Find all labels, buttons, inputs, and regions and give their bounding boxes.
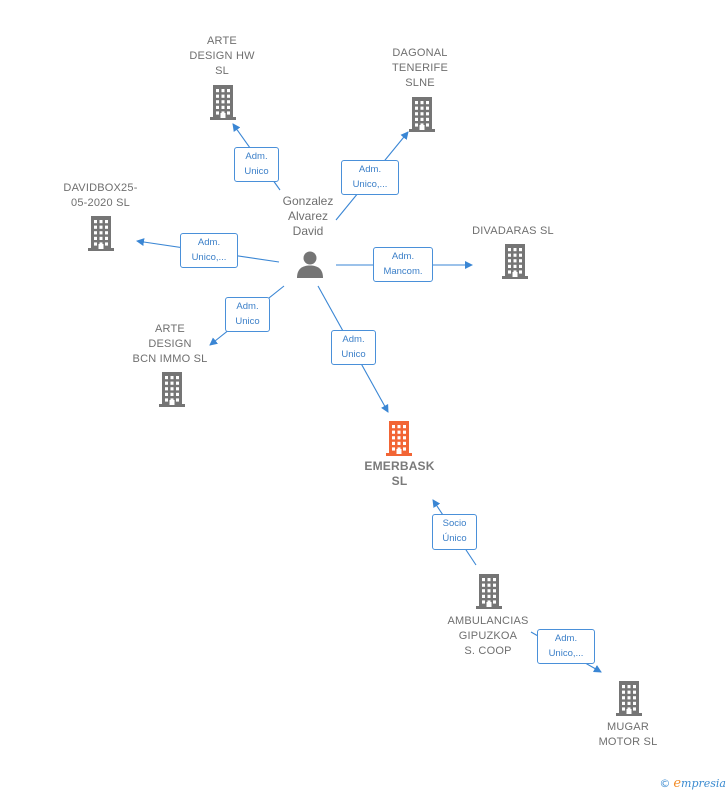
edge-label-adm-unico[interactable]: Adm. Unico,... [180,233,238,268]
company-label-davidbox25[interactable]: DAVIDBOX25- 05-2020 SL [63,182,138,209]
building-icon[interactable] [208,84,238,120]
company-label-ambulancias[interactable]: AMBULANCIAS GIPUZKOA S. COOP [447,615,529,657]
edge-label-adm-unico[interactable]: Adm. Unico [234,147,279,182]
building-icon[interactable] [474,573,504,609]
edge-label-socio-unico[interactable]: Socio Único [432,514,477,550]
brand-footer[interactable]: ©empresia [659,776,726,791]
edge-label-adm-unico[interactable]: Adm. Unico [331,330,376,365]
edge-label-adm-mancom[interactable]: Adm. Mancom. [373,247,433,282]
building-icon[interactable] [407,96,437,132]
brand-logo-text: mpresia [681,777,726,790]
company-label-arte-design-hw[interactable]: ARTE DESIGN HW SL [189,35,255,77]
company-label-dagonal-tenerife[interactable]: DAGONAL TENERIFE SLNE [392,47,448,89]
building-icon[interactable] [157,371,187,407]
company-label-arte-design-bcn[interactable]: ARTE DESIGN BCN IMMO SL [132,323,208,365]
company-label-divadaras[interactable]: DIVADARAS SL [472,225,554,237]
copyright-icon: © [659,777,671,790]
building-icon[interactable] [614,680,644,716]
edge-label-adm-unico[interactable]: Adm. Unico [225,297,270,332]
main-building-icon[interactable] [384,420,414,456]
edge-label-adm-unico[interactable]: Adm. Unico,... [341,160,399,195]
person-name[interactable]: Gonzalez Alvarez David [282,194,334,238]
person-icon[interactable] [295,249,325,279]
edge-label-adm-unico[interactable]: Adm. Unico,... [537,629,595,664]
building-icon[interactable] [500,243,530,279]
building-icon[interactable] [86,215,116,251]
company-label-emerbask[interactable]: EMERBASK SL [364,459,435,488]
company-label-mugar[interactable]: MUGAR MOTOR SL [598,721,658,748]
brand-logo-initial: e [673,776,682,791]
